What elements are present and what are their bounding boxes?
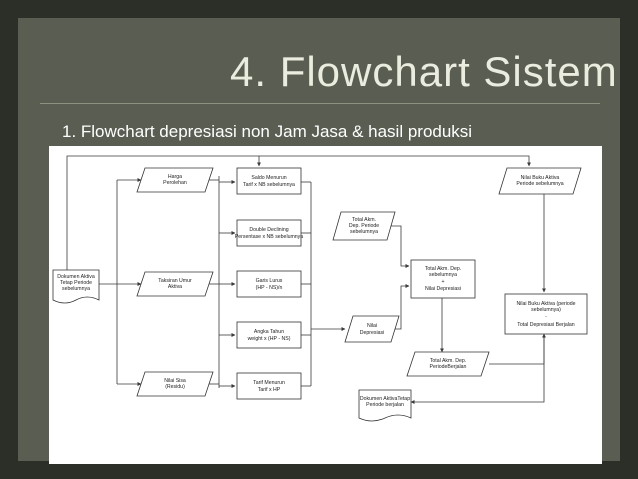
node-dokumen-aktiva: Dokumen Aktiva Tetap Periode sebelumnya — [52, 269, 100, 304]
label-akm-seb-3: sebelumnya — [350, 229, 378, 235]
flowchart-canvas: Dokumen Aktiva Tetap Periode sebelumnya … — [49, 146, 602, 464]
label-double-2: Persentase x NB sebelumnya — [235, 234, 303, 240]
label-saldo-2: Tarif x NB sebelumnya — [243, 182, 295, 188]
connector-dep-to-sum — [394, 284, 410, 330]
label-dokumen-aktiva-1: Dokumen Aktiva — [57, 274, 95, 280]
label-result-1: Nilai Buku Aktiva (periode — [516, 301, 575, 307]
label-harga-1: Harga — [168, 174, 182, 180]
flowchart-svg: Dokumen Aktiva Tetap Periode sebelumnya … — [52, 155, 588, 422]
label-berjalan-1: Total Akm. Dep. — [430, 358, 466, 364]
node-dokumen-aktiva-tetap: Dokumen AktivaTetap Periode berjalan — [358, 389, 412, 422]
connector-berjalan-to-result — [489, 333, 546, 365]
label-sum-4: Nilai Depresiasi — [425, 286, 461, 292]
label-nilai-dep-2: Depresiasi — [360, 330, 385, 336]
connector-top-loop — [66, 155, 261, 270]
label-garis-2: (HP - NS)/n — [256, 285, 283, 291]
node-total-akm-berjalan: Total Akm. Dep. PeriodeBerjalan — [406, 351, 490, 377]
label-nilai-sisa-2: (Residu) — [165, 384, 185, 390]
label-buku-seb-1: Nilai Buku Aktiva — [521, 175, 560, 181]
label-dokumen-aktiva-2: Tetap Periode — [60, 280, 92, 286]
slide-subtitle: 1. Flowchart depresiasi non Jam Jasa & h… — [62, 122, 473, 141]
node-total-akm-sum: Total Akm. Dep. sebelumnya + Nilai Depre… — [410, 259, 476, 299]
label-sum-3: + — [441, 279, 444, 285]
label-taksiran-2: Aktiva — [168, 284, 182, 290]
label-buku-seb-2: Periode sebelumnya — [516, 181, 563, 187]
node-harga-perolehan: Harga Perolehan — [136, 167, 214, 193]
node-total-akm-sebelumnya: Total Akm. Dep. Periode sebelumnya — [332, 211, 396, 241]
label-result-2: sebelumnya) — [531, 307, 561, 313]
label-akm-seb-2: Dep. Periode — [349, 223, 379, 229]
label-angka-1: Angka Tahun — [254, 329, 284, 335]
node-tarif-menurun: Tarif Menurun Tarif x HP — [236, 372, 302, 400]
label-sum-1: Total Akm. Dep. — [425, 266, 461, 272]
slide-title: 4. Flowchart Sistem — [230, 48, 618, 95]
label-dok-tetap-1: Dokumen AktivaTetap — [360, 396, 410, 402]
label-tarif-2: Tarif x HP — [258, 387, 281, 393]
node-saldo-menurun: Saldo Menurun Tarif x NB sebelumnya — [236, 167, 302, 195]
node-nilai-buku-sebelumnya: Nilai Buku Aktiva Periode sebelumnya — [498, 167, 582, 195]
connector-akm-to-sum — [389, 225, 410, 268]
connector-top-to-buku — [259, 155, 531, 167]
label-dok-tetap-2: Periode berjalan — [366, 402, 404, 408]
label-tarif-1: Tarif Menurun — [253, 380, 285, 386]
label-nilai-sisa-1: Nilai Sisa — [164, 378, 186, 384]
node-garis-lurus: Garis Lurus (HP - NS)/n — [236, 270, 302, 298]
title-divider — [40, 103, 600, 104]
node-nilai-sisa: Nilai Sisa (Residu) — [136, 371, 214, 397]
label-berjalan-2: PeriodeBerjalan — [430, 364, 467, 370]
label-dokumen-aktiva-3: sebelumnya — [62, 286, 90, 292]
label-nilai-dep-1: Nilai — [367, 323, 377, 329]
node-nilai-buku-result: Nilai Buku Aktiva (periode sebelumnya) -… — [504, 293, 588, 335]
label-harga-2: Perolehan — [163, 180, 187, 186]
node-taksiran-umur: Taksiran Umur Aktiva — [136, 271, 214, 297]
label-taksiran-1: Taksiran Umur — [158, 278, 192, 284]
label-result-4: Total Depresiasi Berjalan — [517, 322, 574, 328]
label-angka-2: weight x (HP - NS) — [248, 336, 291, 342]
label-garis-1: Garis Lurus — [256, 278, 283, 284]
node-double-declining: Double Declining Persentase x NB sebelum… — [235, 219, 303, 247]
label-result-3: - — [545, 314, 547, 320]
label-saldo-1: Saldo Menurun — [251, 175, 286, 181]
connector-result-to-doc — [410, 334, 545, 404]
label-akm-seb-1: Total Akm. — [352, 217, 376, 223]
label-sum-2: sebelumnya — [429, 272, 457, 278]
node-nilai-depresiasi: Nilai Depresiasi — [344, 315, 400, 343]
node-angka-tahun: Angka Tahun weight x (HP - NS) — [236, 321, 302, 349]
label-double-1: Double Declining — [249, 227, 288, 233]
connectors — [66, 155, 546, 404]
